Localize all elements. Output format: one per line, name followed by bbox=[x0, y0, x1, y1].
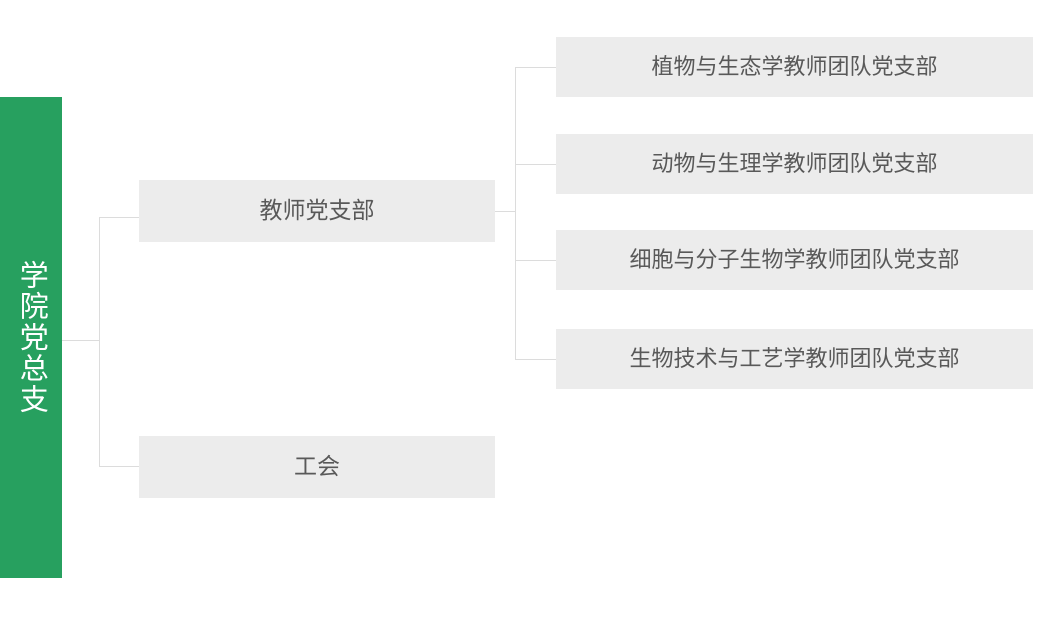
org-node-animal-physiology-branch[interactable]: 动物与生理学教师团队党支部 bbox=[556, 134, 1033, 194]
connector-to-biotech bbox=[515, 359, 557, 360]
connector-root-horizontal bbox=[62, 340, 100, 341]
connector-to-plant bbox=[515, 67, 557, 68]
org-node-root[interactable]: 学院党总支 bbox=[0, 97, 62, 578]
org-node-cell-molecular-biology-branch[interactable]: 细胞与分子生物学教师团队党支部 bbox=[556, 230, 1033, 290]
org-node-labor-union[interactable]: 工会 bbox=[139, 436, 495, 498]
connector-level3-trunk bbox=[515, 67, 516, 360]
org-node-plant-ecology-branch[interactable]: 植物与生态学教师团队党支部 bbox=[556, 37, 1033, 97]
org-node-biotechnology-branch[interactable]: 生物技术与工艺学教师团队党支部 bbox=[556, 329, 1033, 389]
org-node-cell-molecular-biology-branch-label: 细胞与分子生物学教师团队党支部 bbox=[629, 246, 960, 272]
connector-to-teacher bbox=[99, 217, 140, 218]
connector-to-cell bbox=[515, 260, 557, 261]
org-node-biotechnology-branch-label: 生物技术与工艺学教师团队党支部 bbox=[629, 345, 960, 371]
org-node-teacher-party-branch-label: 教师党支部 bbox=[259, 197, 375, 224]
connector-to-animal bbox=[515, 164, 557, 165]
org-node-plant-ecology-branch-label: 植物与生态学教师团队党支部 bbox=[651, 53, 938, 79]
org-node-teacher-party-branch[interactable]: 教师党支部 bbox=[139, 180, 495, 242]
org-node-animal-physiology-branch-label: 动物与生理学教师团队党支部 bbox=[651, 150, 938, 176]
connector-level2-trunk bbox=[99, 217, 100, 467]
connector-to-union bbox=[99, 466, 140, 467]
connector-teacher-horizontal bbox=[495, 211, 516, 212]
org-node-labor-union-label: 工会 bbox=[294, 453, 340, 480]
org-node-root-label: 学院党总支 bbox=[15, 260, 48, 415]
